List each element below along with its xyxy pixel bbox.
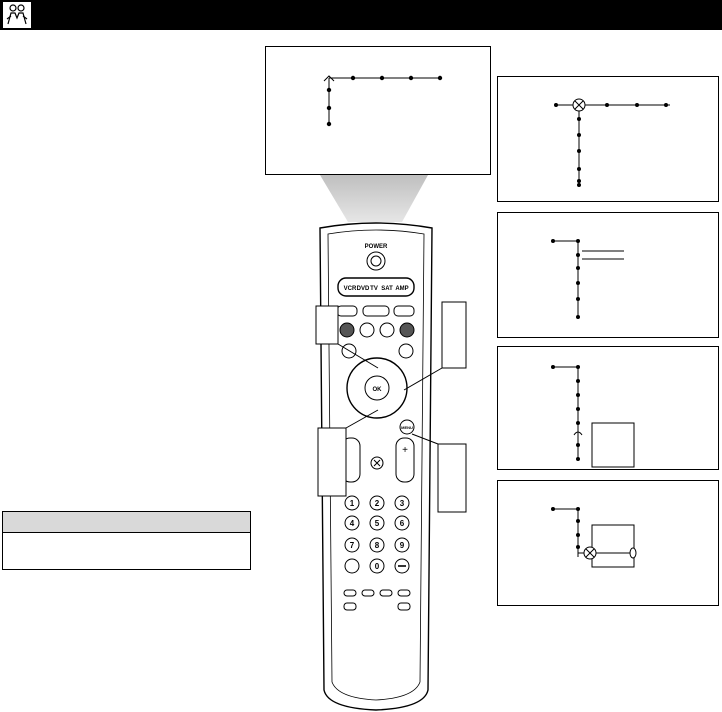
digit-3-button[interactable] [394, 495, 410, 511]
play-button[interactable] [379, 322, 395, 338]
power-button[interactable] [366, 251, 386, 271]
digit-8-label: 8 [375, 541, 380, 550]
digit-5-button[interactable] [369, 515, 385, 531]
channel-rocker[interactable] [395, 437, 415, 483]
menu-tree-step-1 [554, 98, 670, 187]
digit-7-label: 7 [350, 541, 355, 550]
callout-box-up [315, 305, 339, 345]
tv-screen-step-4 [497, 480, 719, 606]
fast-forward-button[interactable] [399, 322, 415, 338]
help-button[interactable] [343, 602, 357, 611]
menu-tree-step-2 [551, 239, 624, 319]
note-box [2, 511, 251, 570]
color-button-3[interactable] [379, 589, 393, 597]
digit-1-label: 1 [350, 499, 355, 508]
ok-label: OK [373, 387, 383, 393]
ir-beam [320, 175, 428, 222]
digit-2-button[interactable] [369, 495, 385, 511]
menu-tree-step-3 [551, 365, 635, 468]
mode-amp[interactable]: AMP [395, 286, 408, 292]
mute-icon [373, 459, 381, 467]
digit-9-label: 9 [400, 541, 405, 550]
mode-dvd[interactable]: DVD [357, 286, 370, 292]
color-button-4[interactable] [397, 589, 411, 597]
digit-6-button[interactable] [394, 515, 410, 531]
ok-button[interactable] [364, 375, 390, 401]
header-bar [0, 0, 722, 30]
digit-4-label: 4 [350, 519, 355, 528]
color-button-1[interactable] [343, 589, 357, 597]
mode-tv[interactable]: TV [370, 286, 378, 292]
digit-2-label: 2 [375, 499, 380, 508]
people-icon [6, 4, 28, 25]
digit-0-label: 0 [375, 562, 380, 571]
pause-button[interactable] [393, 305, 415, 317]
color-button-2[interactable] [361, 589, 375, 597]
tv-format-button[interactable] [397, 602, 411, 611]
menu-button[interactable] [399, 419, 415, 435]
callout-box-down [317, 427, 347, 497]
digit-0-button[interactable] [369, 558, 385, 574]
mode-sat[interactable]: SAT [381, 286, 393, 292]
tv-screen-step-3 [497, 346, 719, 470]
digit-1-button[interactable] [344, 495, 360, 511]
menu-tree-step-4 [551, 507, 637, 568]
note-box-header [3, 512, 250, 533]
digit-8-button[interactable] [369, 537, 385, 553]
power-label: POWER [365, 244, 388, 250]
digit-6-label: 6 [400, 519, 405, 528]
digit-7-button[interactable] [344, 537, 360, 553]
callout-box-right [441, 301, 467, 369]
callout-box-menu [437, 443, 467, 513]
rewind-button[interactable] [339, 322, 355, 338]
header-logo [2, 1, 32, 29]
digit-9-button[interactable] [394, 537, 410, 553]
tv-screen-step-1 [497, 76, 719, 202]
callout-lines [315, 301, 467, 513]
remote-control: POWER VCR DVD TV SAT AMP OK MENU + 1 2 3… [319, 222, 433, 711]
tv-screen-step-2 [497, 212, 719, 338]
digit-5-label: 5 [375, 519, 380, 528]
menu-tree-diagram [323, 75, 443, 127]
channel-plus-label: + [402, 445, 408, 456]
tv-screen-main [265, 46, 491, 175]
menu-label: MENU [401, 425, 413, 430]
mode-vcr[interactable]: VCR [344, 286, 357, 292]
blank-button[interactable] [344, 558, 360, 574]
center-small-button[interactable] [362, 305, 390, 317]
power-icon [370, 255, 382, 267]
digit-3-label: 3 [400, 499, 405, 508]
stop-button[interactable] [359, 322, 375, 338]
digit-4-button[interactable] [344, 515, 360, 531]
right-top-button[interactable] [398, 343, 414, 359]
